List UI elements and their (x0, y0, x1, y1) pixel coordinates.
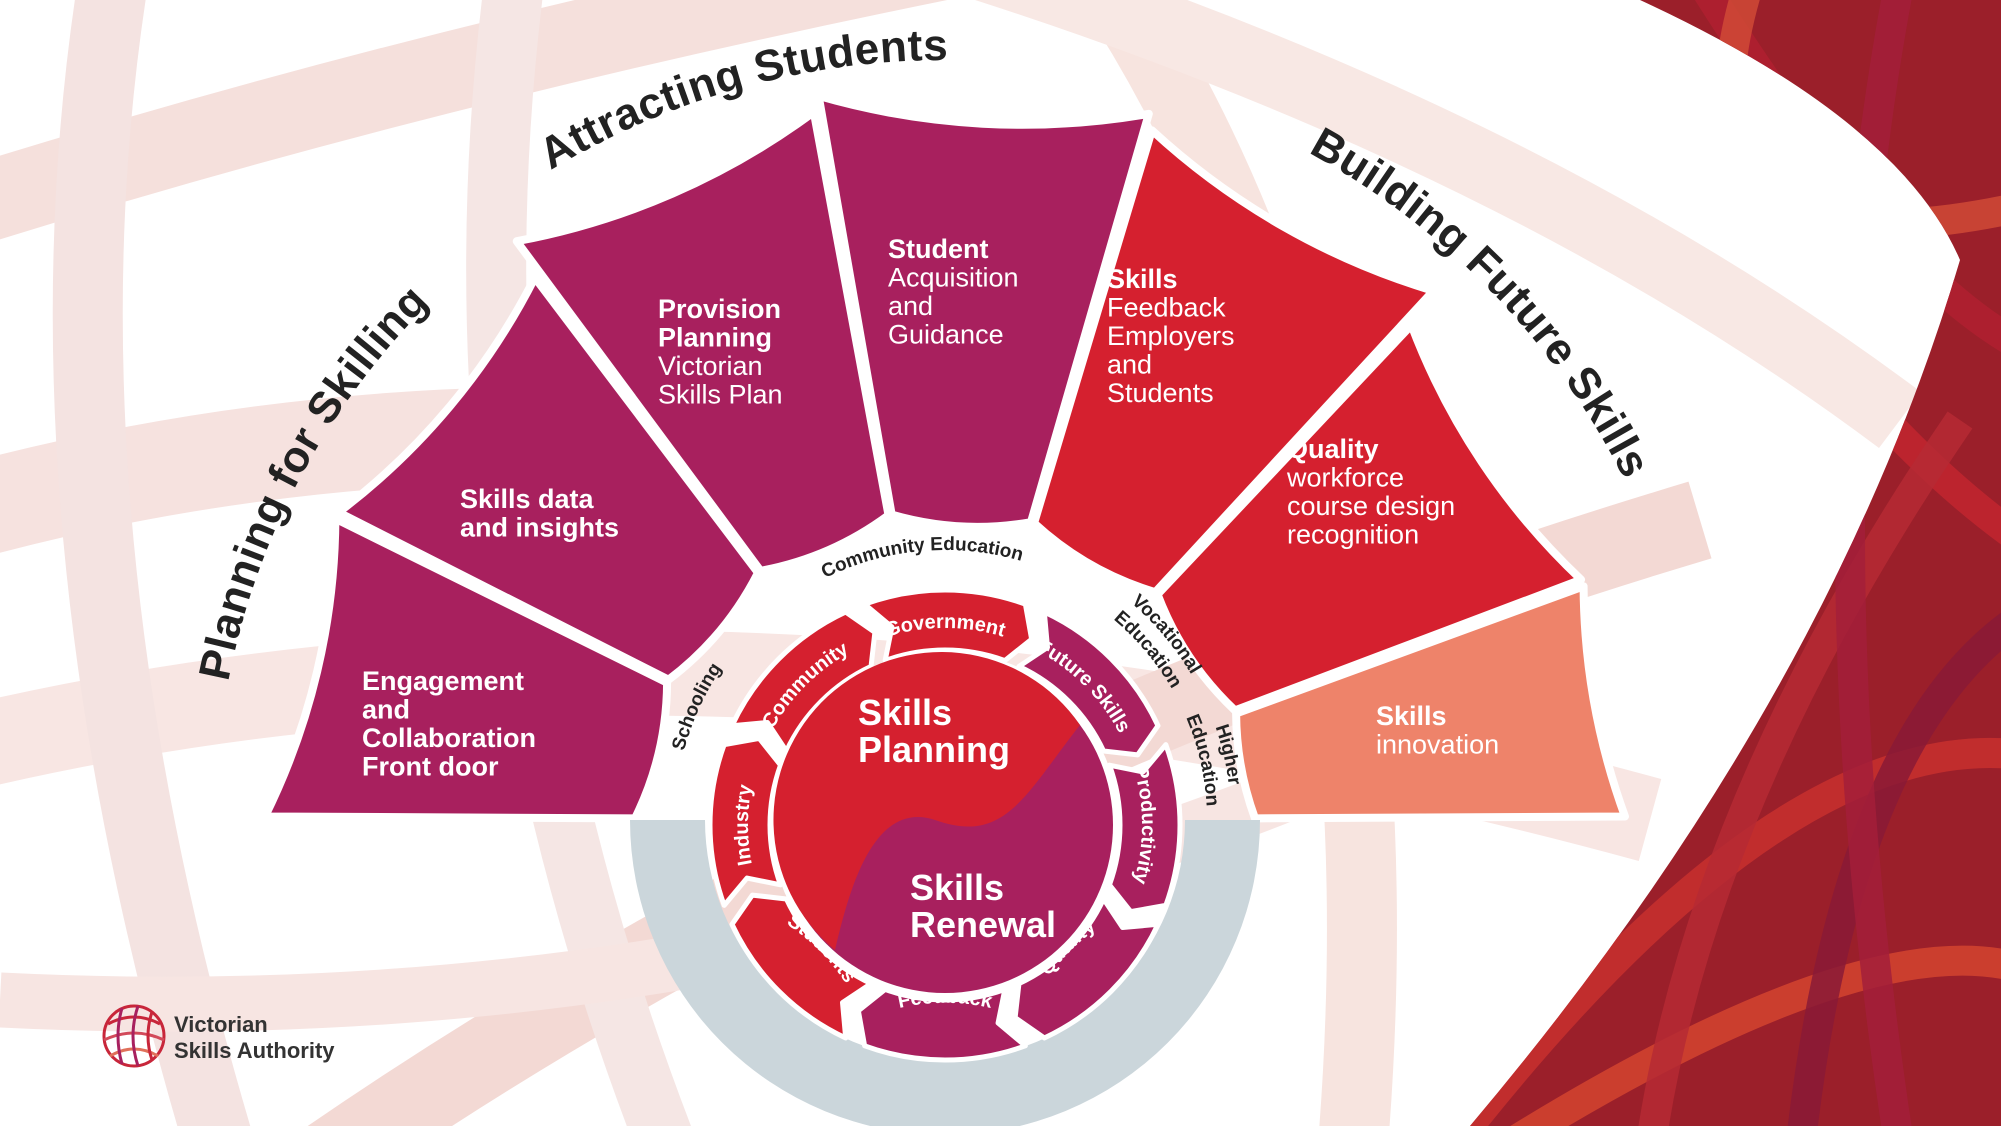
segment-0-text: Engagement (362, 666, 524, 696)
segment-6-text: innovation (1376, 730, 1499, 760)
segment-4 (1030, 126, 1438, 597)
segment-5-text: recognition (1287, 520, 1419, 550)
segment-2-text: Victorian (658, 351, 763, 381)
segment-4-text: and (1107, 350, 1152, 380)
segment-2-text: Planning (658, 323, 772, 353)
segment-5 (1153, 321, 1586, 715)
segment-3-text: Guidance (888, 320, 1004, 350)
segment-1-text: Skills data (460, 484, 595, 514)
weave-band (974, 0, 1921, 449)
segment-2-text: Skills Plan (658, 380, 783, 410)
segment-3-text: Student (888, 234, 989, 264)
segment-0-text: Front door (362, 752, 499, 782)
segment-4-text: Students (1107, 378, 1214, 408)
segment-6-text: Skills (1376, 701, 1447, 731)
segment-3 (814, 91, 1153, 531)
segment-3-text: and (888, 291, 933, 321)
segment-0 (261, 514, 672, 823)
core-top (773, 652, 1080, 950)
segment-1 (334, 273, 763, 684)
ring-arrow-5 (729, 892, 874, 1041)
ring-arrow-7 (729, 609, 878, 754)
ring-arrow-6 (707, 735, 784, 908)
segment-2-text: Provision (658, 294, 781, 324)
core-text-0: Skills (858, 692, 952, 733)
segment-6 (1232, 582, 1629, 823)
core-text-2: Skills (910, 867, 1004, 908)
segment-3-text: Acquisition (888, 263, 1019, 293)
segment-0-text: Collaboration (362, 723, 536, 753)
segment-1-text: and insights (460, 513, 619, 543)
corner-stripe (1470, 738, 2001, 1126)
logo-emblem-icon (102, 1004, 166, 1068)
core-text-1: Planning (858, 729, 1010, 770)
segment-5-text: workforce (1286, 463, 1404, 493)
segment-5-text: course design (1287, 491, 1455, 521)
band-arc (630, 820, 1260, 1126)
segment-4-text: Feedback (1107, 293, 1226, 323)
segment-2 (512, 108, 893, 575)
corner-stripe (1635, 411, 1973, 1126)
segment-4-text: Employers (1107, 321, 1235, 351)
ring-arrow-3 (1012, 896, 1161, 1041)
corner-stripe (1785, 586, 2001, 1126)
logo-line-2: Skills Authority (174, 1038, 335, 1063)
ring-arrow-0 (862, 587, 1035, 664)
ring-arrow-4 (855, 986, 1028, 1063)
segment-5-text: Quality (1287, 434, 1379, 464)
ring-arrow-1 (1016, 609, 1161, 758)
segment-4-text: Skills (1107, 264, 1178, 294)
logo: Victorian Skills Authority (102, 1004, 335, 1068)
ring-arrow-2 (1106, 742, 1183, 915)
segment-0-text: and (362, 695, 410, 725)
logo-line-1: Victorian (174, 1012, 268, 1037)
core-text-3: Renewal (910, 904, 1056, 945)
ring-label-6: Industry (731, 782, 757, 867)
